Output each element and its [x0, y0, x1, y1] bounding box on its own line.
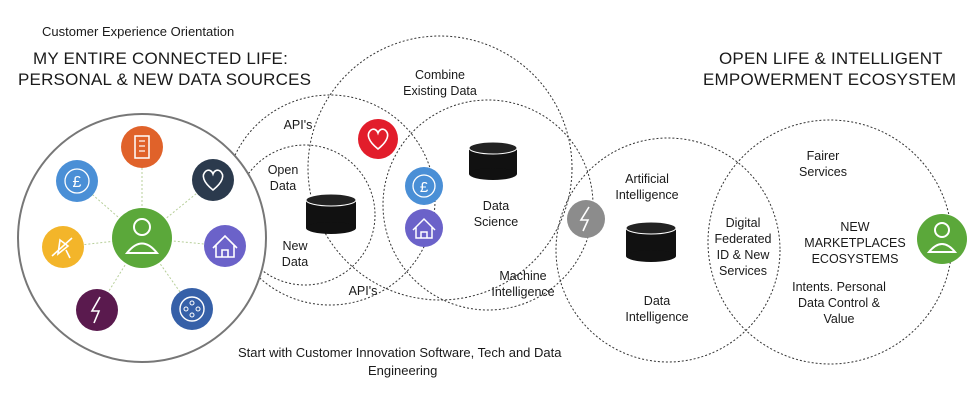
- heart-icon: [192, 159, 234, 201]
- pound-icon: £: [56, 160, 98, 202]
- new-marketplaces-label: NEW MARKETPLACES ECOSYSTEMS: [804, 220, 906, 266]
- svg-text:£: £: [420, 179, 429, 196]
- machine-intelligence-label: Machine Intelligence: [491, 269, 555, 299]
- database-icon: [468, 141, 518, 180]
- intents-label: Intents. Personal Data Control & Value: [792, 280, 886, 326]
- user-icon: [917, 214, 967, 264]
- airplane-icon: [42, 226, 84, 268]
- lightning-icon: [567, 200, 605, 238]
- pound-icon: £: [405, 167, 443, 205]
- circle-open-data: [234, 144, 376, 286]
- left-title-line2: PERSONAL & NEW DATA SOURCES: [18, 70, 312, 89]
- left-title-line1: MY ENTIRE CONNECTED LIFE:: [33, 49, 288, 68]
- fairer-services-label: Fairer Services: [799, 149, 847, 179]
- data-intelligence-label: Data Intelligence: [625, 294, 689, 324]
- home-icon: [405, 209, 443, 247]
- home-icon: [204, 225, 246, 267]
- digital-federated-label: Digital Federated ID & New Services: [714, 216, 772, 278]
- combine-label: Combine Existing Data: [403, 68, 477, 98]
- ai-label: Artificial Intelligence: [615, 172, 679, 202]
- circle-ai: [555, 137, 781, 363]
- film-reel-icon: [171, 288, 213, 330]
- right-title-line2: EMPOWERMENT ECOSYSTEM: [703, 70, 957, 89]
- right-title-line1: OPEN LIFE & INTELLIGENT: [719, 49, 943, 68]
- heart-icon: [358, 119, 398, 159]
- footer-line1: Start with Customer Innovation Software,…: [238, 345, 562, 360]
- data-science-label: Data Science: [473, 199, 519, 229]
- open-data-label: Open Data: [267, 163, 299, 193]
- database-icon: [305, 193, 357, 234]
- apis-bottom-label: API's: [348, 284, 378, 298]
- footer-line2: Engineering: [368, 363, 438, 378]
- new-data-label: New Data: [281, 239, 309, 269]
- user-icon: [112, 208, 172, 268]
- subtitle: Customer Experience Orientation: [42, 24, 235, 39]
- circle-combine: [307, 35, 573, 301]
- lightning-icon: [76, 289, 118, 331]
- apis-top-label: API's: [283, 118, 313, 132]
- database-icon: [625, 221, 677, 262]
- svg-text:£: £: [73, 174, 82, 191]
- building-icon: [121, 126, 163, 168]
